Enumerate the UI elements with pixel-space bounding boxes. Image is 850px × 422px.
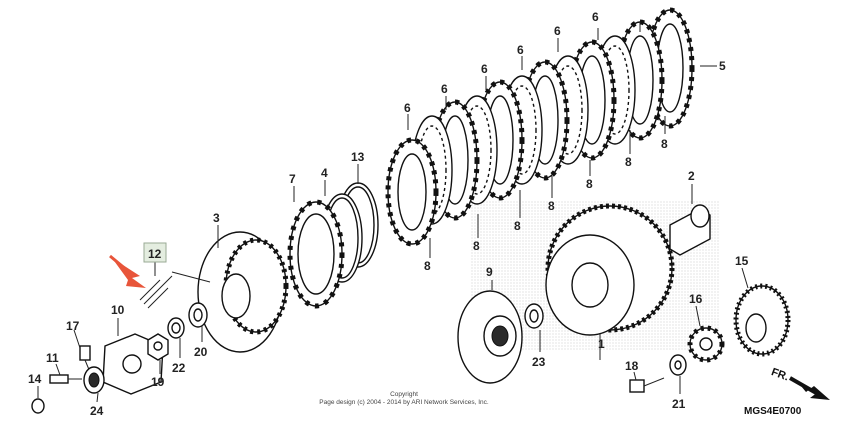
label-part-15: 15 [735, 254, 749, 268]
label-part-5: 5 [719, 59, 726, 73]
label-part-8-a: 8 [661, 137, 668, 151]
label-part-8-c: 8 [586, 177, 593, 191]
label-part-16: 16 [689, 292, 703, 306]
label-part-8-f: 8 [473, 239, 480, 253]
part-24-bearing [83, 366, 105, 394]
diagram-code: MGS4E0700 [744, 406, 802, 417]
part-20-washer [188, 302, 208, 328]
label-part-6-f: 6 [404, 101, 411, 115]
part-22-washer [167, 317, 185, 339]
label-part-10: 10 [111, 303, 125, 317]
label-part-9: 9 [486, 265, 493, 279]
label-part-11: 11 [46, 351, 59, 365]
label-part-1: 1 [598, 337, 605, 351]
part-23-washer [524, 303, 544, 329]
label-part-8-e: 8 [514, 219, 521, 233]
label-part-6-b: 6 [554, 24, 561, 38]
part-15-gear [733, 283, 791, 357]
label-part-13: 13 [351, 150, 365, 164]
part-16-gear [687, 325, 725, 363]
part-7-plate [287, 199, 345, 309]
label-part-23: 23 [532, 355, 546, 369]
part-12-spring [139, 275, 173, 309]
part-11-bolt [49, 374, 82, 384]
part-3-pressure-plate [197, 231, 289, 353]
copyright-line-1: Copyright [390, 391, 418, 398]
clutch-plate-stack [385, 7, 695, 247]
label-part-6-e: 6 [441, 82, 448, 96]
label-part-6-a: 6 [592, 10, 599, 24]
part-9-center-plate [457, 290, 523, 384]
label-part-18: 18 [625, 359, 639, 373]
part-2-sleeve [669, 204, 711, 256]
plate-6-f [385, 137, 439, 247]
label-part-14: 14 [28, 372, 42, 386]
highlight-box [143, 242, 167, 263]
part-19-nut [147, 333, 169, 361]
label-part-21: 21 [672, 397, 686, 411]
label-part-24: 24 [90, 404, 104, 418]
label-part-22: 22 [172, 361, 186, 375]
label-part-19: 19 [151, 375, 165, 389]
part-labels: 1 2 3 4 5 6 6 6 6 6 6 7 8 8 8 8 8 8 8 9 … [28, 10, 749, 418]
label-part-7: 7 [289, 172, 296, 186]
label-part-20: 20 [194, 345, 208, 359]
red-pointer-arrow [109, 254, 146, 288]
label-part-2: 2 [688, 169, 695, 183]
leader-lines [37, 22, 749, 403]
label-part-4: 4 [321, 166, 328, 180]
label-part-6-c: 6 [517, 43, 524, 57]
label-part-6-d: 6 [481, 62, 488, 76]
part-18-bolt [629, 377, 665, 393]
label-part-12: 12 [148, 247, 162, 261]
part-1-clutch-outer [545, 203, 675, 336]
label-part-8-d: 8 [548, 199, 555, 213]
copyright-line-2: Page design (c) 2004 - 2014 by ARI Netwo… [319, 399, 489, 406]
part-21-washer [669, 354, 687, 376]
part-17-bolt [79, 345, 91, 373]
front-direction-indicator: FR. [770, 366, 830, 400]
part-14-pin [31, 398, 45, 414]
label-part-8-g: 8 [424, 259, 431, 273]
label-part-3: 3 [213, 211, 220, 225]
front-label: FR. [770, 366, 791, 383]
label-part-8-b: 8 [625, 155, 632, 169]
label-part-17: 17 [66, 319, 80, 333]
